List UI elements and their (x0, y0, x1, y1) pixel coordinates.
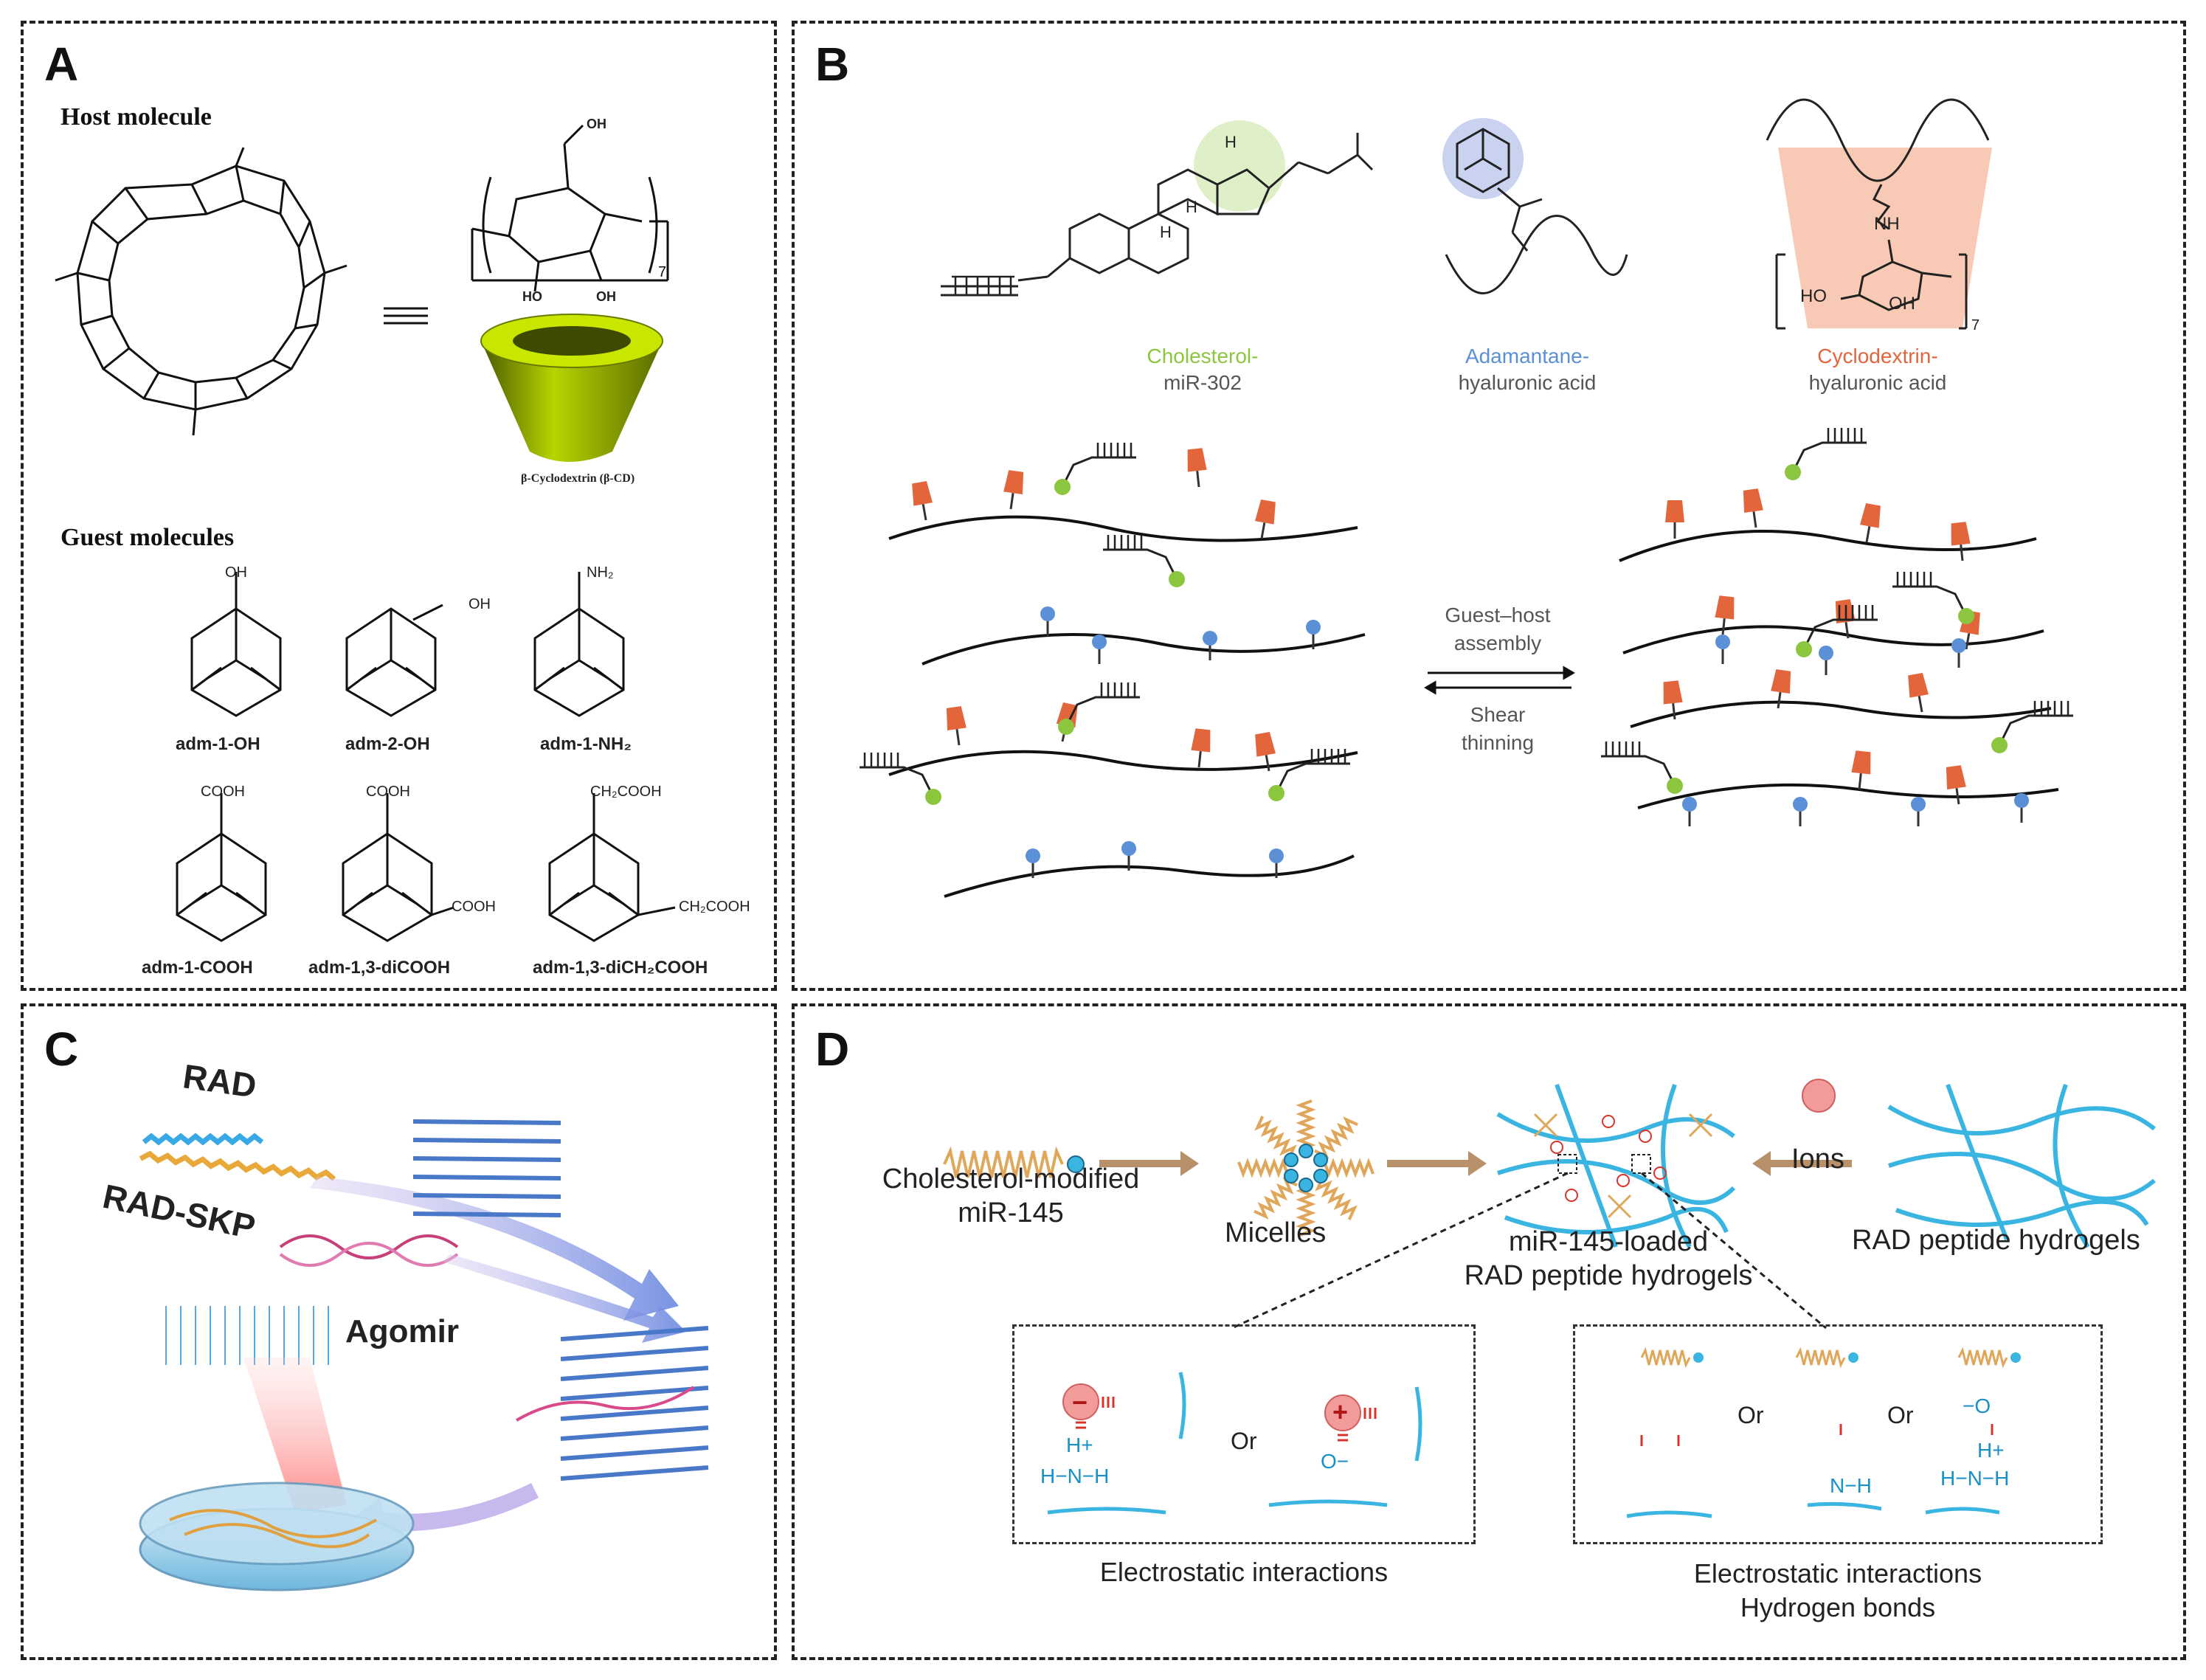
cholesterol-label: Cholesterol- miR-302 (1107, 343, 1299, 396)
cholesterol-label-1: Cholesterol- (1147, 345, 1259, 367)
guest-molecules-heading: Guest molecules (60, 524, 235, 551)
hbond-label-1: Electrostatic interactions (1693, 1558, 1982, 1589)
guest-5-sub: COOH (366, 784, 410, 800)
chol-mod-label: Cholesterol-modified miR-145 (863, 1162, 1158, 1230)
h-label-3: H (1160, 223, 1172, 241)
shear-thinning-label-2: thinning (1461, 731, 1535, 754)
panel-d-letter: D (815, 1023, 850, 1076)
host-molecule-heading: Host molecule (60, 103, 212, 131)
guest-host-label: Guest–host assembly (1424, 601, 1571, 657)
guest-3-sub: NH₂ (587, 564, 614, 581)
or-2: Or (1738, 1402, 1764, 1428)
h-label-2: H (1186, 198, 1197, 216)
guest-2-sub: OH (468, 596, 491, 612)
h-plus-right: H+ (1977, 1439, 2005, 1462)
cd-caption: β-Cyclodextrin (β-CD) (521, 472, 635, 485)
oh-label: OH (1889, 294, 1915, 314)
adamantane-label-1: Adamantane- (1465, 345, 1590, 367)
minus-sign: − (1072, 1387, 1088, 1417)
cholesterol-label-2: miR-302 (1163, 371, 1242, 394)
guest-6-sub: CH₂COOH (590, 784, 662, 800)
hnh-right: H−N−H (1940, 1467, 2010, 1490)
nh-mid: N−H (1830, 1474, 1872, 1497)
loaded-hydrogel-label-1: miR-145-loaded (1508, 1226, 1709, 1257)
guest-6-sub2: CH₂COOH (679, 899, 750, 915)
h-plus-left: H+ (1066, 1434, 1093, 1456)
loaded-hydrogel-label-2: RAD peptide hydrogels (1464, 1260, 1753, 1291)
h-label-1: H (1225, 133, 1237, 151)
panel-d (792, 1003, 2186, 1660)
guest-4-name: adm-1-COOH (142, 958, 253, 978)
nh-label: NH (1874, 214, 1900, 234)
adamantane-label-2: hyaluronic acid (1458, 371, 1597, 394)
guest-6-name: adm-1,3-diCH₂COOH (533, 958, 708, 978)
guest-host-label-2: assembly (1453, 632, 1542, 654)
rad-hydrogel-label: RAD peptide hydrogels (1852, 1225, 2140, 1256)
guest-3-name: adm-1-NH₂ (540, 734, 632, 754)
o-minus-left: O− (1321, 1450, 1349, 1473)
monomer-oh-right: OH (596, 289, 616, 304)
hbond-zoom-box (1573, 1324, 2103, 1544)
or-3: Or (1887, 1402, 1914, 1428)
panel-a-letter: A (44, 38, 79, 91)
panel-b-letter: B (815, 38, 850, 91)
guest-host-label-1: Guest–host (1445, 604, 1551, 626)
guest-1-sub: OH (225, 564, 247, 581)
agomir-label: Agomir (345, 1313, 459, 1349)
cyclodextrin-label: Cyclodextrin- hyaluronic acid (1782, 343, 1974, 396)
cyclodextrin-label-1: Cyclodextrin- (1817, 345, 1938, 367)
neg-o-right: −O (1963, 1394, 1991, 1417)
chol-mod-label-2: miR-145 (958, 1197, 1064, 1228)
guest-5-sub2: COOH (452, 899, 496, 915)
micelles-label: Micelles (1225, 1217, 1327, 1248)
ions-label: Ions (1791, 1144, 1844, 1175)
seven-label: 7 (1971, 317, 1980, 333)
adamantane-label: Adamantane- hyaluronic acid (1431, 343, 1623, 396)
shear-thinning-label: Shear thinning (1424, 701, 1571, 757)
hbond-label-2: Hydrogen bonds (1740, 1592, 1936, 1622)
electrostatic-zoom-box (1012, 1324, 1476, 1544)
hbond-label: Electrostatic interactions Hydrogen bond… (1573, 1557, 2103, 1625)
guest-4-sub: COOH (201, 784, 245, 800)
plus-sign: + (1332, 1397, 1349, 1427)
panel-c (21, 1003, 777, 1660)
electrostatic-label: Electrostatic interactions (1099, 1557, 1389, 1587)
chol-mod-label-1: Cholesterol-modified (882, 1164, 1140, 1195)
or-1: Or (1231, 1428, 1257, 1454)
panel-a (21, 21, 777, 991)
cyclodextrin-label-2: hyaluronic acid (1808, 371, 1947, 394)
guest-2-name: adm-2-OH (345, 734, 430, 754)
loaded-hydrogel-label: miR-145-loaded RAD peptide hydrogels (1424, 1225, 1793, 1293)
hnh-left: H−N−H (1040, 1465, 1110, 1487)
panel-b (792, 21, 2186, 991)
monomer-oh-top: OH (587, 117, 606, 131)
panel-c-letter: C (44, 1023, 79, 1076)
guest-1-name: adm-1-OH (176, 734, 260, 754)
guest-5-name: adm-1,3-diCOOH (308, 958, 451, 978)
shear-thinning-label-1: Shear (1470, 703, 1526, 726)
ho-label: HO (1800, 286, 1827, 306)
monomer-ho-left: HO (522, 289, 542, 304)
